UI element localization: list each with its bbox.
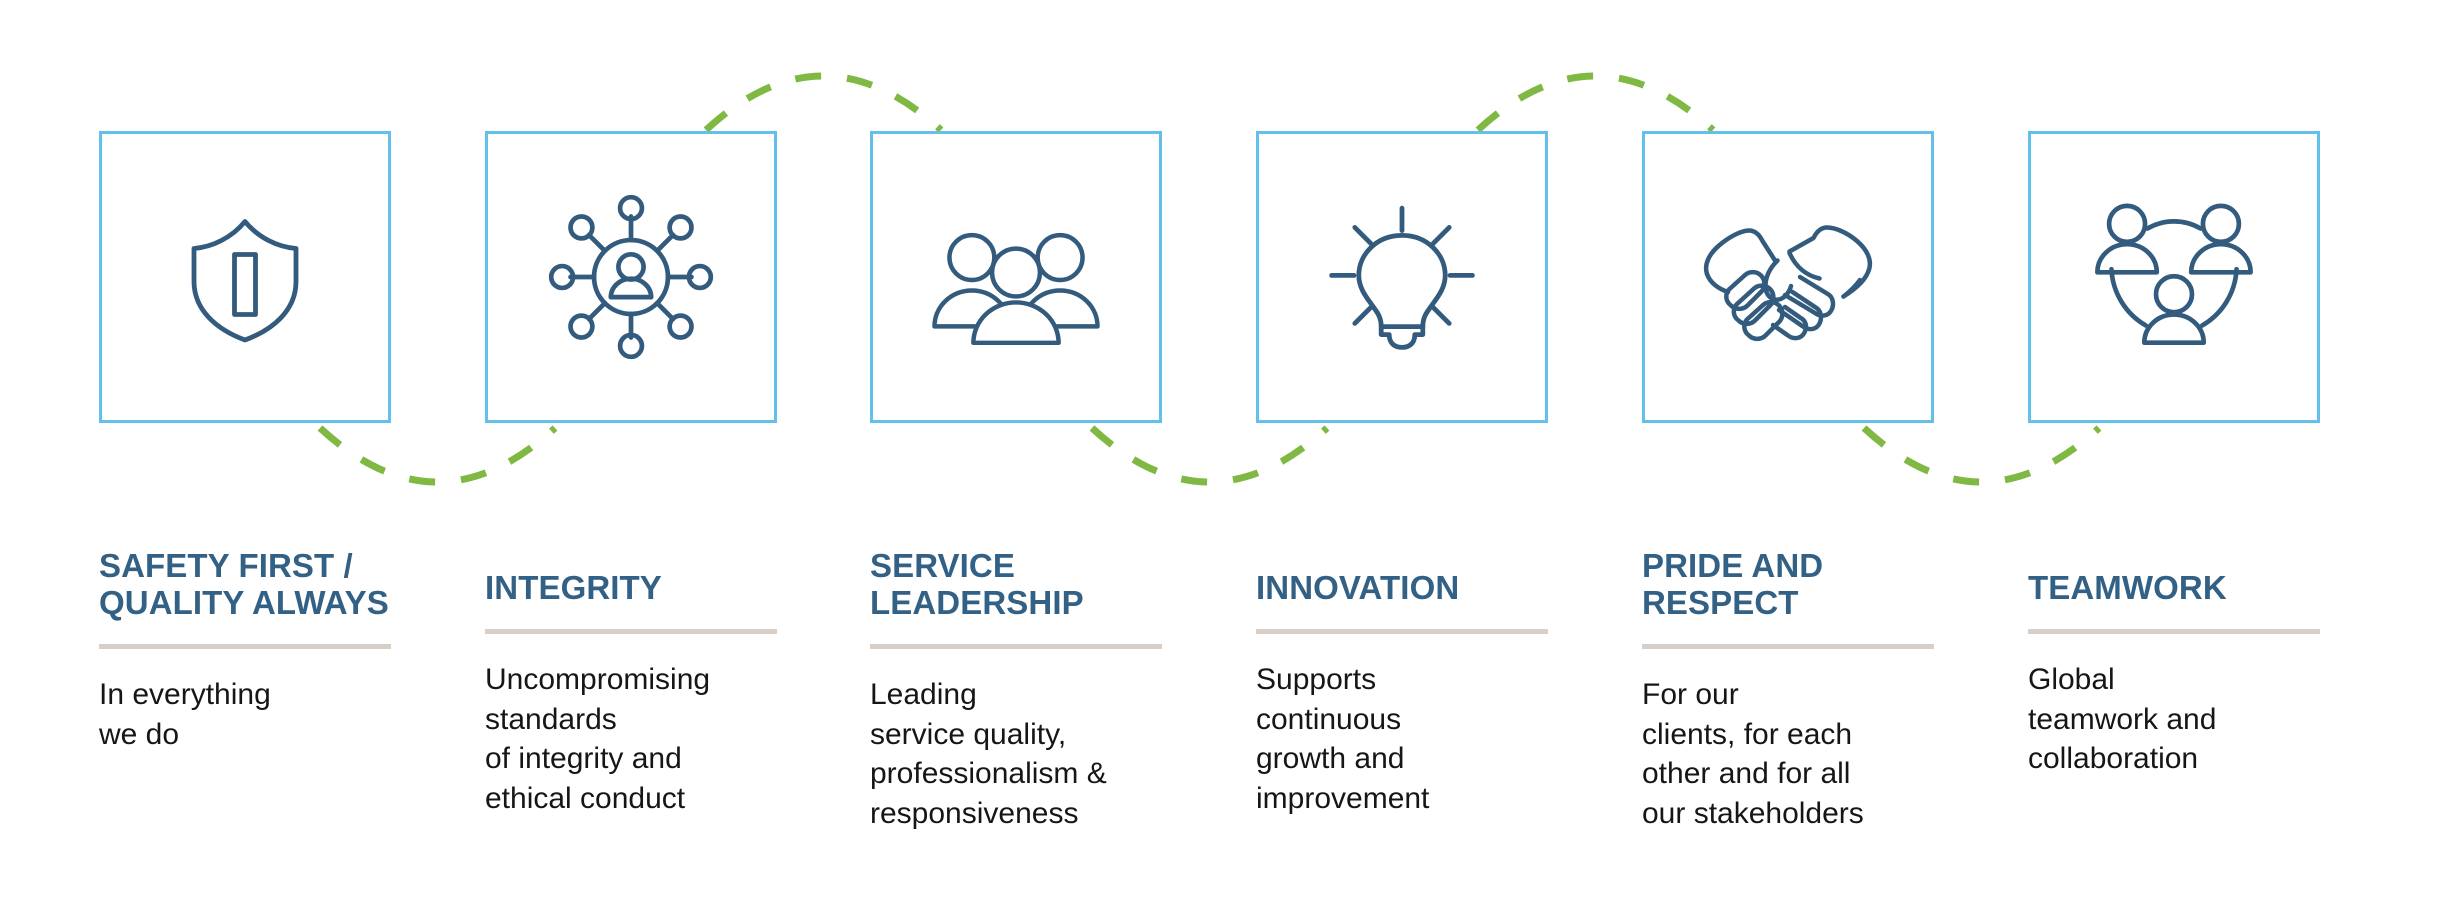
value-divider xyxy=(99,643,391,649)
shield-icon xyxy=(170,202,320,352)
value-description: Leading service quality, professionalism… xyxy=(870,677,1107,830)
value-column-innovation: INNOVATION Supports continuous growth an… xyxy=(1256,548,1548,818)
connector-arc-1-2 xyxy=(317,425,558,486)
connector-arc-5-6 xyxy=(1861,425,2102,486)
team-triangle-icon xyxy=(2088,197,2260,357)
value-title: PRIDE AND RESPECT xyxy=(1642,547,1824,621)
value-column-service-leadership: SERVICE LEADERSHIP Leading service quali… xyxy=(870,547,1162,833)
connector-arc-2-3 xyxy=(703,72,944,133)
value-description: Supports continuous growth and improveme… xyxy=(1256,662,1430,815)
value-divider xyxy=(870,643,1162,649)
value-description: Uncompromising standards of integrity an… xyxy=(485,662,711,815)
icon-box-service-leadership[interactable] xyxy=(870,131,1162,423)
icon-box-innovation[interactable] xyxy=(1256,131,1548,423)
connector-arc-4-5 xyxy=(1475,72,1716,133)
value-description: Global teamwork and collaboration xyxy=(2028,662,2217,776)
value-title: TEAMWORK xyxy=(2028,569,2227,606)
lightbulb-icon xyxy=(1322,197,1482,357)
value-description: For our clients, for each other and for … xyxy=(1642,677,1864,830)
connector-arc-3-4 xyxy=(1089,425,1330,486)
network-person-icon xyxy=(547,193,715,361)
icon-box-teamwork[interactable] xyxy=(2028,131,2320,423)
icon-box-pride-and-respect[interactable] xyxy=(1642,131,1934,423)
value-title: SAFETY FIRST / QUALITY ALWAYS xyxy=(99,547,389,621)
value-description: In everything we do xyxy=(99,677,271,751)
value-title: SERVICE LEADERSHIP xyxy=(870,547,1084,621)
value-title: INNOVATION xyxy=(1256,569,1460,606)
value-column-integrity: INTEGRITY Uncompromising standards of in… xyxy=(485,548,777,818)
value-divider xyxy=(1642,643,1934,649)
value-column-pride-and-respect: PRIDE AND RESPECT For our clients, for e… xyxy=(1642,547,1934,833)
value-divider xyxy=(2028,628,2320,634)
icon-box-safety-first-quality-always[interactable] xyxy=(99,131,391,423)
value-column-teamwork: TEAMWORK Global teamwork and collaborati… xyxy=(2028,548,2320,779)
three-people-icon xyxy=(930,202,1102,352)
value-divider xyxy=(485,628,777,634)
value-title: INTEGRITY xyxy=(485,569,662,606)
value-column-safety-first-quality-always: SAFETY FIRST / QUALITY ALWAYS In everyth… xyxy=(99,547,391,754)
value-divider xyxy=(1256,628,1548,634)
icon-box-integrity[interactable] xyxy=(485,131,777,423)
handshake-icon xyxy=(1695,202,1881,352)
